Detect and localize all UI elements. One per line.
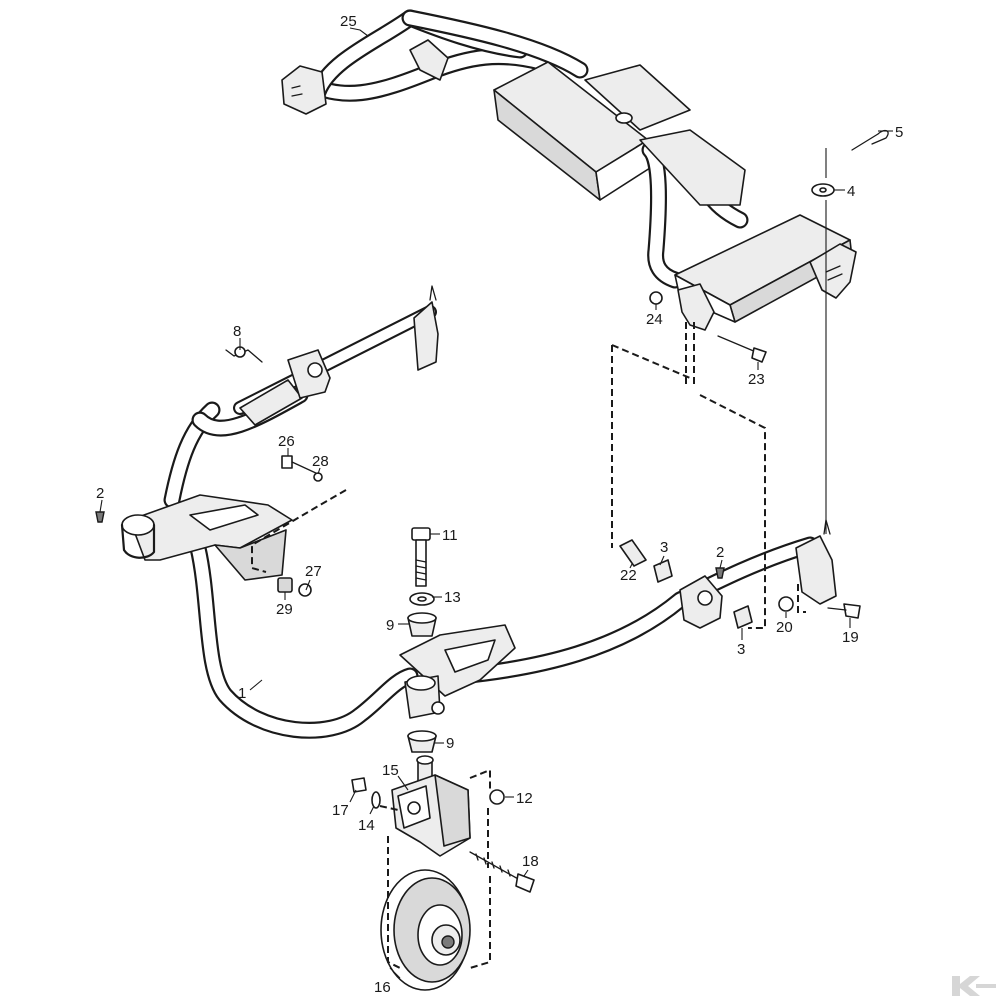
callout-17: 17 (332, 802, 349, 819)
callout-22: 22 (620, 567, 637, 584)
callout-20: 20 (776, 619, 793, 636)
callout-27: 27 (305, 563, 322, 580)
callout-23: 23 (748, 371, 765, 388)
leader-lines (99, 27, 893, 979)
upper-frame-part-25 (281, 9, 857, 331)
callout-15: 15 (382, 762, 399, 779)
callout-3-upper: 3 (660, 539, 668, 556)
callout-5: 5 (895, 124, 903, 141)
callout-2-left: 2 (96, 485, 104, 502)
deck-frame-part-1 (120, 285, 837, 739)
callout-19: 19 (842, 629, 859, 646)
callout-28: 28 (312, 453, 329, 470)
brand-k-logo (952, 976, 996, 996)
callout-24: 24 (646, 311, 663, 328)
hardware (95, 129, 889, 893)
callout-12: 12 (516, 790, 533, 807)
callout-11: 11 (442, 527, 458, 544)
callout-18: 18 (522, 853, 539, 870)
callout-25: 25 (340, 13, 357, 30)
assembly-lines (251, 148, 827, 969)
callout-16: 16 (374, 979, 391, 996)
callout-9-lower: 9 (446, 735, 454, 752)
callout-1: 1 (238, 685, 246, 702)
callout-26: 26 (278, 433, 295, 450)
callout-2-right: 2 (716, 544, 724, 561)
callout-29: 29 (276, 601, 293, 618)
callout-8: 8 (233, 323, 241, 340)
callout-14: 14 (358, 817, 375, 834)
wheel-part-16 (380, 869, 471, 991)
callout-labels: 25 5 4 8 24 23 26 28 2 11 3 2 22 27 29 1… (96, 13, 903, 996)
caster-fork-part-15 (391, 755, 471, 857)
callout-4: 4 (847, 183, 855, 200)
callout-9-upper: 9 (386, 617, 394, 634)
callout-13: 13 (444, 589, 461, 606)
callout-3-lower: 3 (737, 641, 745, 658)
